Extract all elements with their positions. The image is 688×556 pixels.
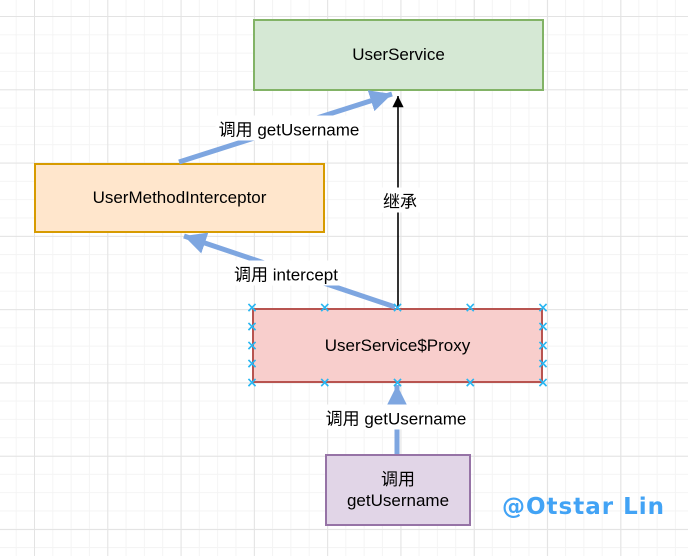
edge-label-call-getusername-top[interactable]: 调用 getUsername [215, 115, 363, 141]
connection-point-icon[interactable]: × [537, 337, 549, 354]
node-user-method-interceptor[interactable]: UserMethodInterceptor [34, 163, 325, 233]
connection-point-icon[interactable]: × [537, 356, 549, 373]
connection-point-icon[interactable]: × [246, 318, 258, 335]
connection-point-icon[interactable]: × [246, 356, 258, 373]
connection-point-icon[interactable]: × [246, 337, 258, 354]
connection-point-icon[interactable]: × [391, 375, 404, 391]
edge-label-call-getusername-bottom[interactable]: 调用 getUsername [322, 404, 470, 430]
node-user-service-label: UserService [352, 45, 445, 65]
edge-label-call-intercept[interactable]: 调用 intercept [231, 260, 341, 286]
connection-point-icon[interactable]: × [246, 300, 258, 316]
node-user-service-proxy[interactable]: UserService$Proxy [252, 308, 543, 383]
connection-point-icon[interactable]: × [537, 375, 549, 391]
note-label-line1: 调用 [381, 469, 415, 489]
node-user-service-proxy-label: UserService$Proxy [324, 335, 471, 355]
watermark: @Otstar Lin [502, 494, 666, 520]
connection-point-icon[interactable]: × [318, 300, 331, 316]
connection-point-icon[interactable]: × [537, 318, 549, 335]
connection-point-icon[interactable]: × [464, 300, 477, 316]
node-user-method-interceptor-label: UserMethodInterceptor [92, 188, 267, 208]
connection-point-icon[interactable]: × [537, 300, 549, 316]
node-call-get-username-note[interactable]: 调用 getUsername [325, 454, 471, 526]
connection-point-icon[interactable]: × [318, 375, 331, 391]
connection-point-icon[interactable]: × [246, 375, 258, 391]
node-call-get-username-note-label: 调用 getUsername [347, 469, 449, 512]
edge-label-inheritance[interactable]: 继承 [380, 187, 420, 213]
connection-point-icon[interactable]: × [464, 375, 477, 391]
node-user-service[interactable]: UserService [253, 19, 544, 91]
note-label-line2: getUsername [346, 491, 450, 510]
connection-point-icon[interactable]: × [391, 300, 404, 316]
